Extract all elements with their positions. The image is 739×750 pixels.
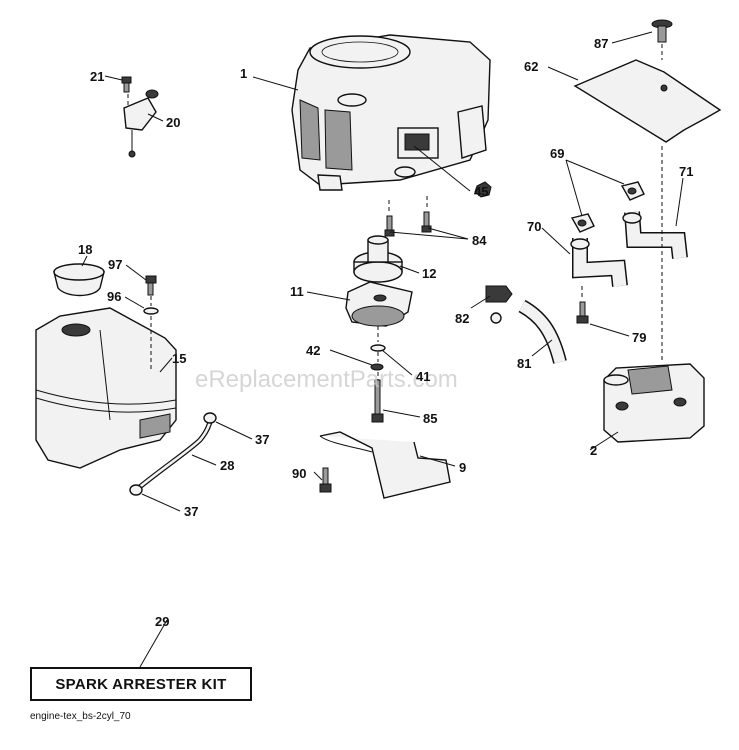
- clamp-37-upper[interactable]: [203, 412, 217, 424]
- rod-9[interactable]: [319, 431, 451, 499]
- callout-45: 45: [474, 184, 488, 199]
- muffler-2[interactable]: [603, 363, 705, 443]
- callout-87: 87: [594, 36, 608, 51]
- callout-71: 71: [679, 164, 693, 179]
- callout-90: 90: [292, 466, 306, 481]
- fuel-cap-18[interactable]: [53, 263, 105, 297]
- fuel-tank-15[interactable]: [35, 307, 177, 469]
- bolt-90[interactable]: [319, 467, 332, 493]
- exhaust-pipe-70[interactable]: [570, 238, 628, 287]
- callout-96: 96: [107, 289, 121, 304]
- throttle-20[interactable]: [123, 89, 159, 158]
- bolt-79[interactable]: [576, 301, 589, 324]
- exhaust-pipe-71[interactable]: [622, 211, 688, 259]
- callout-37-lower: 37: [184, 504, 198, 519]
- screw-97[interactable]: [145, 275, 157, 296]
- leader-lines: [81, 31, 684, 668]
- callout-79: 79: [632, 330, 646, 345]
- diagram-code: engine-tex_bs-2cyl_70: [30, 711, 131, 722]
- nut-45[interactable]: [474, 181, 492, 198]
- screw-21[interactable]: [121, 76, 132, 93]
- callout-18: 18: [78, 242, 92, 257]
- callout-15: 15: [172, 351, 186, 366]
- washer-96[interactable]: [143, 307, 159, 315]
- callout-81: 81: [517, 356, 531, 371]
- callout-62: 62: [524, 59, 538, 74]
- callout-12: 12: [422, 266, 436, 281]
- callout-69: 69: [550, 146, 564, 161]
- clutch-11[interactable]: [345, 281, 413, 327]
- fitting-82[interactable]: [485, 285, 513, 324]
- callout-28: 28: [220, 458, 234, 473]
- callout-labels: 1 2 9 11 12 15 18 20 21 28 29 37 37 41 4…: [78, 36, 693, 629]
- gaskets-69[interactable]: [570, 181, 645, 233]
- tube-81[interactable]: [518, 299, 567, 364]
- callout-21: 21: [90, 69, 104, 84]
- callout-29: 29: [155, 614, 169, 629]
- heat-shield-62[interactable]: [573, 59, 722, 143]
- callout-84: 84: [472, 233, 487, 248]
- callout-1: 1: [240, 66, 247, 81]
- alignment-lines: [127, 44, 663, 380]
- callout-2: 2: [590, 443, 597, 458]
- washer-42[interactable]: [370, 363, 384, 371]
- callout-82: 82: [455, 311, 469, 326]
- callout-9: 9: [459, 460, 466, 475]
- callout-37-upper: 37: [255, 432, 269, 447]
- callout-85: 85: [423, 411, 437, 426]
- callout-42: 42: [306, 343, 320, 358]
- watermark-text: eReplacementParts.com: [195, 366, 458, 393]
- callout-11: 11: [290, 284, 304, 299]
- spark-arrester-kit-box[interactable]: SPARK ARRESTER KIT: [30, 667, 252, 701]
- washer-41[interactable]: [370, 344, 386, 352]
- clamp-37-lower[interactable]: [129, 484, 143, 496]
- knob-87[interactable]: [651, 19, 673, 43]
- bolts-84[interactable]: [384, 211, 432, 237]
- callout-20: 20: [166, 115, 180, 130]
- callout-41: 41: [416, 369, 430, 384]
- callout-70: 70: [527, 219, 541, 234]
- engine-part[interactable]: [291, 34, 491, 191]
- spark-arrester-kit-label: SPARK ARRESTER KIT: [55, 675, 227, 693]
- pulley-12[interactable]: [353, 235, 403, 283]
- callout-97: 97: [108, 257, 122, 272]
